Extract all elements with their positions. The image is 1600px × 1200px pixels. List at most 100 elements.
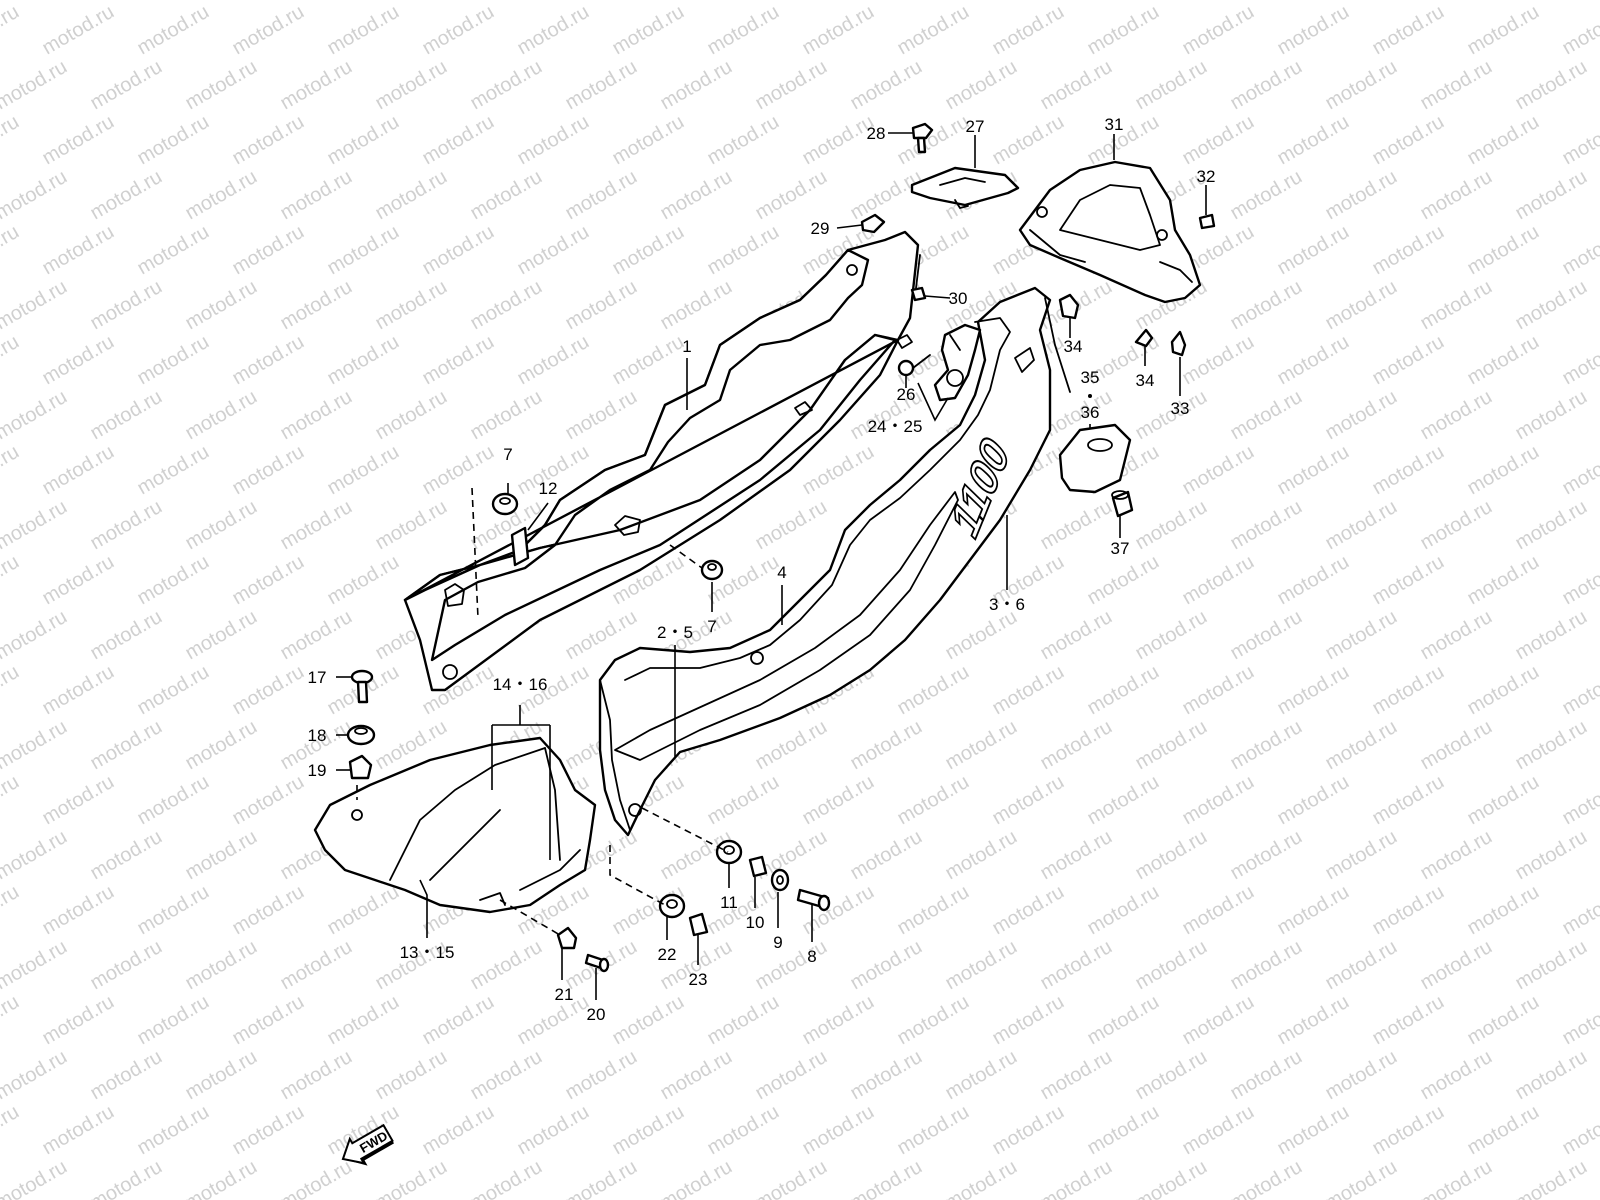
watermark-text: motod.ru — [1037, 56, 1116, 115]
callout-28: 28 — [867, 124, 886, 143]
watermark-text: motod.ru — [1322, 56, 1401, 115]
watermark-text: motod.ru — [609, 331, 688, 390]
part-bracket-24-25 — [933, 323, 982, 402]
watermark-text: motod.ru — [989, 111, 1068, 170]
callout-4: 4 — [777, 563, 786, 582]
watermark-text: motod.ru — [1227, 0, 1306, 4]
watermark-text: motod.ru — [182, 166, 261, 225]
watermark-text: motod.ru — [1322, 1046, 1401, 1105]
part-grommet-22 — [658, 893, 686, 919]
watermark-text: motod.ru — [1559, 771, 1600, 830]
watermark-text: motod.ru — [609, 1, 688, 60]
part-grommet-7a — [491, 492, 519, 516]
watermark-text: motod.ru — [657, 0, 736, 4]
watermark-text: motod.ru — [1322, 936, 1401, 995]
watermark-text: motod.ru — [894, 111, 973, 170]
watermark-text: motod.ru — [942, 1156, 1021, 1200]
watermark-text: motod.ru — [1464, 771, 1543, 830]
watermark-text: motod.ru — [39, 1, 118, 60]
part-bolt-8 — [796, 888, 831, 912]
watermark-text: motod.ru — [847, 1046, 926, 1105]
watermark-text: motod.ru — [0, 166, 71, 225]
watermark-text: motod.ru — [1512, 496, 1591, 555]
watermark-text: motod.ru — [1322, 496, 1401, 555]
watermark-text: motod.ru — [799, 1101, 878, 1160]
watermark-text: motod.ru — [39, 771, 118, 830]
watermark-text: motod.ru — [1132, 716, 1211, 775]
watermark-text: motod.ru — [0, 881, 23, 940]
watermark-text: motod.ru — [1512, 1046, 1591, 1105]
watermark-text: motod.ru — [1369, 441, 1448, 500]
watermark-text: motod.ru — [134, 331, 213, 390]
part-bolt-28 — [911, 122, 934, 154]
watermark-text: motod.ru — [704, 881, 783, 940]
watermark-text: motod.ru — [372, 386, 451, 445]
watermark-text: motod.ru — [609, 1101, 688, 1160]
watermark-text: motod.ru — [1132, 1046, 1211, 1105]
watermark-text: motod.ru — [609, 221, 688, 280]
watermark-text: motod.ru — [277, 56, 356, 115]
watermark-text: motod.ru — [514, 221, 593, 280]
watermark-text: motod.ru — [562, 386, 641, 445]
part-nut-18 — [346, 724, 376, 746]
part-grommet-19 — [348, 754, 373, 780]
watermark-text: motod.ru — [1227, 936, 1306, 995]
watermark-text: motod.ru — [1227, 386, 1306, 445]
watermark-text: motod.ru — [1464, 1, 1543, 60]
watermark-text: motod.ru — [514, 1, 593, 60]
watermark-text: motod.ru — [942, 1046, 1021, 1105]
watermark-text: motod.ru — [1037, 1046, 1116, 1105]
watermark-text: motod.ru — [134, 661, 213, 720]
callout-30: 30 — [949, 289, 968, 308]
watermark-text: motod.ru — [1179, 111, 1258, 170]
watermark-text: motod.ru — [1179, 881, 1258, 940]
watermark-text: motod.ru — [229, 661, 308, 720]
callout-29: 29 — [811, 219, 830, 238]
watermark-text: motod.ru — [229, 111, 308, 170]
watermark-text: motod.ru — [1322, 826, 1401, 885]
watermark-text: motod.ru — [1227, 1046, 1306, 1105]
watermark-text: motod.ru — [1274, 551, 1353, 610]
part-washer-9 — [770, 868, 790, 892]
watermark-text: motod.ru — [1464, 1101, 1543, 1160]
watermark-text: motod.ru — [1274, 661, 1353, 720]
watermark-text: motod.ru — [0, 331, 23, 390]
watermark-text: motod.ru — [87, 166, 166, 225]
watermark-text: motod.ru — [942, 826, 1021, 885]
watermark-text: motod.ru — [1417, 166, 1496, 225]
watermark-text: motod.ru — [87, 716, 166, 775]
watermark-text: motod.ru — [39, 661, 118, 720]
watermark-text: motod.ru — [752, 1156, 831, 1200]
callout-9: 9 — [773, 933, 782, 952]
watermark-text: motod.ru — [1512, 606, 1591, 665]
watermark-text: motod.ru — [752, 56, 831, 115]
watermark-text: motod.ru — [847, 1156, 926, 1200]
part-collar-23 — [688, 912, 709, 937]
watermark-text: motod.ru — [372, 496, 451, 555]
callout-labels: 1 2・5 3・6 4 7 7 8 9 10 11 12 13・15 14・16… — [308, 115, 1216, 1024]
watermark-text: motod.ru — [1227, 606, 1306, 665]
watermark-text: motod.ru — [1179, 331, 1258, 390]
callout-7a: 7 — [503, 445, 512, 464]
watermark-text: motod.ru — [1274, 221, 1353, 280]
watermark-text: motod.ru — [562, 1156, 641, 1200]
watermark-text: motod.ru — [609, 111, 688, 170]
watermark-text: motod.ru — [182, 936, 261, 995]
watermark-text: motod.ru — [0, 606, 71, 665]
watermark-text: motod.ru — [1084, 771, 1163, 830]
watermark-text: motod.ru — [752, 496, 831, 555]
watermark-text: motod.ru — [562, 1046, 641, 1105]
fwd-arrow-shade — [342, 1140, 394, 1166]
watermark-text: motod.ru — [1417, 496, 1496, 555]
watermark-text: motod.ru — [657, 1156, 736, 1200]
watermark-text: motod.ru — [134, 221, 213, 280]
callout-24-25: 24・25 — [868, 417, 923, 436]
callout-31: 31 — [1105, 115, 1124, 134]
watermark-text: motod.ru — [657, 276, 736, 335]
watermark-text: motod.ru — [942, 0, 1021, 4]
watermark-text: motod.ru — [277, 1046, 356, 1105]
watermark-text: motod.ru — [372, 0, 451, 4]
watermark-text: motod.ru — [657, 166, 736, 225]
callout-21: 21 — [555, 985, 574, 1004]
watermark-text: motod.ru — [1417, 1156, 1496, 1200]
